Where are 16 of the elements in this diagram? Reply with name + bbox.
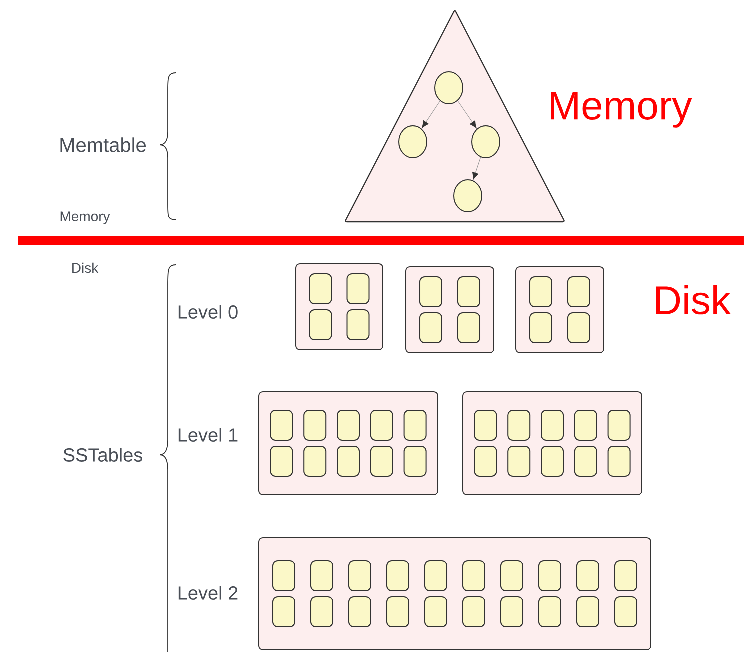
label: Level 2 xyxy=(178,586,238,600)
section-heading: Disk xyxy=(656,285,731,315)
label: Level 1 xyxy=(178,428,238,442)
label: Level 0 xyxy=(178,305,238,319)
arrow xyxy=(458,100,477,128)
side-label: Memory xyxy=(60,212,110,224)
tree-node-circle xyxy=(472,126,500,158)
tree-node-circle xyxy=(454,180,482,212)
arrow xyxy=(422,100,441,128)
side-label: Disk xyxy=(72,262,99,274)
label: Memtable xyxy=(60,138,146,152)
arrow xyxy=(472,157,482,180)
section-heading: Memory xyxy=(551,92,692,128)
tree-node-circle xyxy=(434,72,464,104)
tree-node-circle xyxy=(398,126,428,158)
label: SSTables xyxy=(64,448,142,462)
